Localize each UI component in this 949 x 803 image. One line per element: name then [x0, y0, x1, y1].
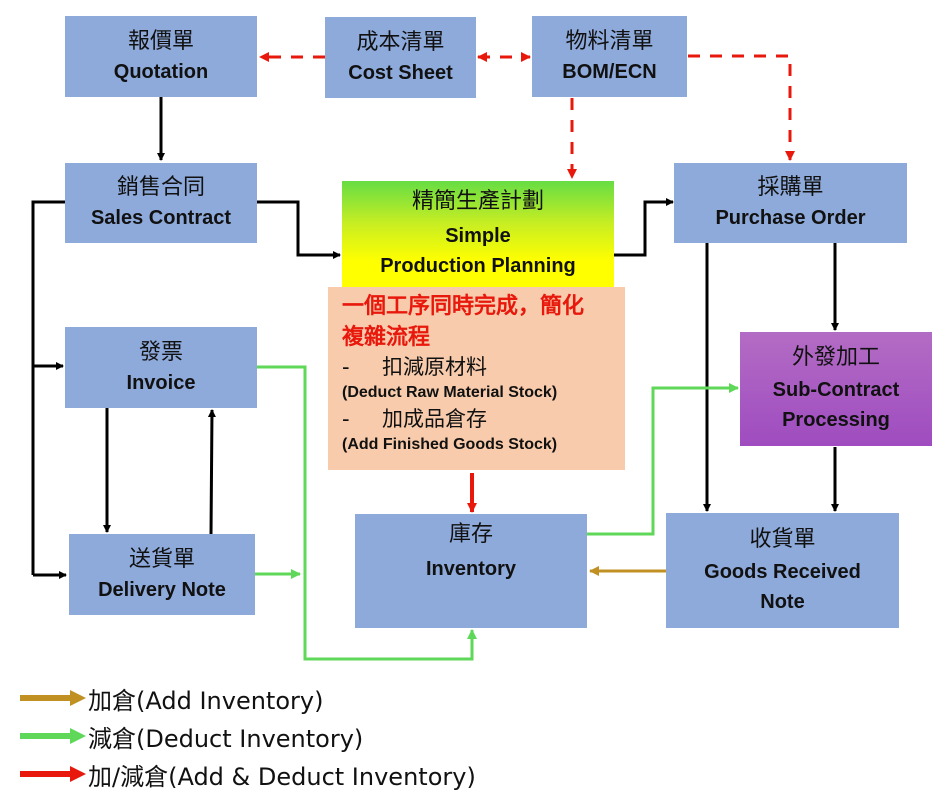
- node-label-zh: 送貨單: [128, 546, 195, 572]
- node-label-en-line2: Production Planning: [380, 255, 576, 277]
- node-label-en-line2: Note: [760, 590, 805, 613]
- edge-planning-to-purchase: [614, 198, 674, 257]
- node-label-en: Delivery Note: [98, 578, 226, 601]
- node-label-en: Purchase Order: [715, 207, 866, 229]
- red-arrow-icon: [20, 766, 86, 782]
- node-label-zh: 庫存: [448, 522, 493, 547]
- node-label-en: BOM/ECN: [562, 60, 657, 83]
- edge-bom-to-purchase: [688, 54, 795, 161]
- legend-add-deduct-inventory: 加/減倉(Add & Deduct Inventory): [20, 756, 476, 792]
- legend-label: 減倉(Deduct Inventory): [88, 724, 364, 753]
- note-item-add-zh: - 加成品倉存: [342, 405, 611, 433]
- node-label-zh: 銷售合同: [116, 175, 205, 200]
- node-label-en-line1: Sub-Contract: [772, 379, 900, 401]
- edge-delivery-to-invoice: [207, 409, 216, 535]
- node-label-en: Inventory: [425, 558, 517, 580]
- node-label-zh: 收貨單: [749, 526, 816, 552]
- node-label-zh: 物料清單: [565, 28, 654, 54]
- production-note-box: 一個工序同時完成，簡化 複雜流程 - 扣減原材料 (Deduct Raw Mate…: [328, 287, 625, 470]
- node-label-en: Sales Contract: [90, 207, 232, 229]
- node-label-zh: 外發加工: [791, 345, 880, 370]
- legend-add-inventory: 加倉(Add Inventory): [20, 680, 323, 716]
- node-sales-contract: 銷售合同 Sales Contract: [65, 163, 257, 243]
- edge-inventory-to-subcontract: [587, 383, 739, 536]
- node-sub-contract-processing: 外發加工 Sub-Contract Processing: [740, 332, 932, 446]
- node-label-zh: 採購單: [757, 175, 824, 200]
- legend-label: 加倉(Add Inventory): [88, 686, 324, 715]
- edge-invoice-to-inventory: [257, 365, 477, 661]
- node-purchase-order: 採購單 Purchase Order: [674, 163, 907, 243]
- node-bom-ecn: 物料清單 BOM/ECN: [532, 16, 687, 97]
- node-label-zh: 成本清單: [356, 29, 445, 55]
- edge-contract-left-bus: [31, 200, 65, 575]
- note-item-deduct-en: (Deduct Raw Material Stock): [342, 384, 558, 401]
- note-item-text: 扣減原材料: [382, 355, 487, 379]
- node-label-zh: 報價單: [127, 28, 194, 54]
- note-item-add-en: (Add Finished Goods Stock): [342, 436, 558, 453]
- node-label-en: Quotation: [113, 60, 209, 83]
- green-arrow-icon: [20, 728, 86, 744]
- node-label-en-line2: Processing: [782, 409, 890, 431]
- note-item-deduct-zh: - 扣減原材料: [342, 353, 611, 381]
- node-invoice: 發票 Invoice: [65, 327, 257, 408]
- node-label-en-line1: Goods Received: [704, 560, 861, 583]
- note-headline-line1: 一個工序同時完成，簡化: [342, 294, 585, 319]
- note-item-text: 加成品倉存: [382, 407, 487, 431]
- node-delivery-note: 送貨單 Delivery Note: [69, 534, 255, 615]
- node-goods-received-note: 收貨單 Goods Received Note: [666, 513, 899, 628]
- bullet: -: [342, 407, 350, 431]
- note-headline-line2: 複雜流程: [342, 325, 431, 350]
- gold-arrow-icon: [20, 690, 86, 706]
- node-quotation: 報價單 Quotation: [65, 16, 257, 97]
- legend-label: 加/減倉(Add & Deduct Inventory): [88, 762, 476, 791]
- node-label-en: Invoice: [126, 371, 196, 394]
- edge-contract-to-planning: [257, 200, 341, 259]
- node-label-zh: 精簡生產計劃: [411, 189, 544, 214]
- node-inventory: 庫存 Inventory: [355, 514, 587, 628]
- node-label-zh: 發票: [138, 339, 183, 365]
- node-label-en: Cost Sheet: [348, 61, 453, 84]
- node-label-en-line1: Simple: [445, 225, 511, 247]
- bullet: -: [342, 355, 350, 379]
- legend-deduct-inventory: 減倉(Deduct Inventory): [20, 718, 363, 754]
- node-cost-sheet: 成本清單 Cost Sheet: [325, 17, 476, 98]
- node-simple-production-planning: 精簡生產計劃 Simple Production Planning: [342, 181, 614, 288]
